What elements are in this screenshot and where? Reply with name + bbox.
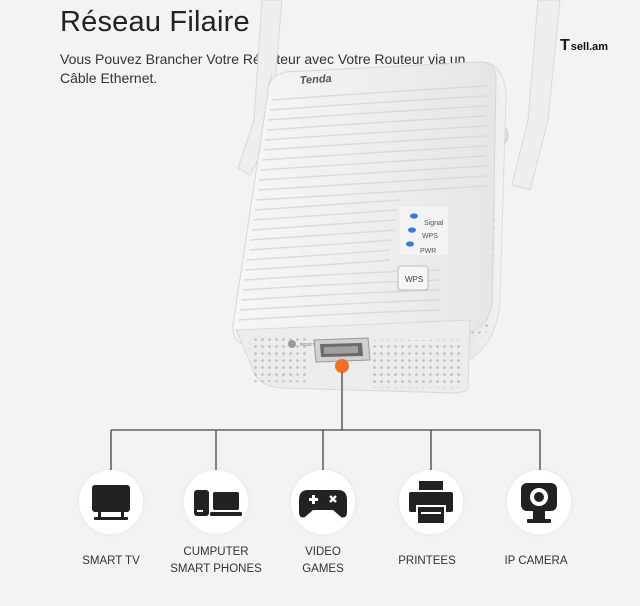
computer-phones-label: CUMPUTER SMART PHONES bbox=[156, 544, 276, 578]
computer-phones-item bbox=[184, 470, 248, 534]
ethernet-port-marker bbox=[335, 359, 349, 373]
status-leds: Signal WPS PWR bbox=[400, 207, 448, 255]
reset-label: RESET bbox=[300, 342, 315, 347]
smart-tv-label: SMART TV bbox=[51, 553, 171, 570]
brand-name: Tenda bbox=[299, 73, 332, 87]
ip-camera-label: IP CAMERA bbox=[476, 553, 596, 570]
smart-tv-item bbox=[79, 470, 143, 534]
wps-button-label: WPS bbox=[405, 275, 423, 284]
tv-icon bbox=[92, 485, 130, 520]
video-games-label: VIDEO GAMES bbox=[263, 544, 383, 578]
computer-phone-icon bbox=[194, 490, 242, 516]
printers-label-line1: PRINTEES bbox=[398, 555, 456, 567]
ip-camera-label-line1: IP CAMERA bbox=[504, 555, 568, 567]
ip-camera-item bbox=[507, 470, 571, 534]
wps-button bbox=[397, 265, 429, 291]
brand-logo: Tsell.am bbox=[560, 37, 608, 55]
pwr-led bbox=[406, 241, 414, 247]
video-label-line1: VIDEO bbox=[305, 546, 341, 558]
logo-mark: T bbox=[560, 37, 570, 54]
printers-label: PRINTEES bbox=[367, 553, 487, 570]
logo-text: sell.am bbox=[570, 41, 609, 53]
pwr-led-label: PWR bbox=[420, 248, 436, 255]
smart-tv-label-line1: SMART TV bbox=[82, 555, 140, 567]
signal-led-label: Signal bbox=[424, 220, 444, 227]
printer-icon bbox=[409, 481, 453, 525]
wps-led-label: WPS bbox=[422, 233, 438, 240]
games-label-line2: GAMES bbox=[302, 563, 344, 575]
computer-label-line1: CUMPUTER bbox=[183, 546, 249, 558]
page-title: Réseau Filaire bbox=[60, 6, 250, 38]
printers-item bbox=[399, 470, 463, 534]
video-games-item bbox=[291, 470, 355, 534]
signal-led bbox=[410, 213, 418, 219]
smart-phones-label-line2: SMART PHONES bbox=[170, 563, 262, 575]
gamepad-icon bbox=[299, 490, 347, 518]
wps-led bbox=[408, 227, 416, 233]
ip-camera-icon bbox=[521, 483, 557, 523]
front-ribs bbox=[237, 85, 487, 321]
